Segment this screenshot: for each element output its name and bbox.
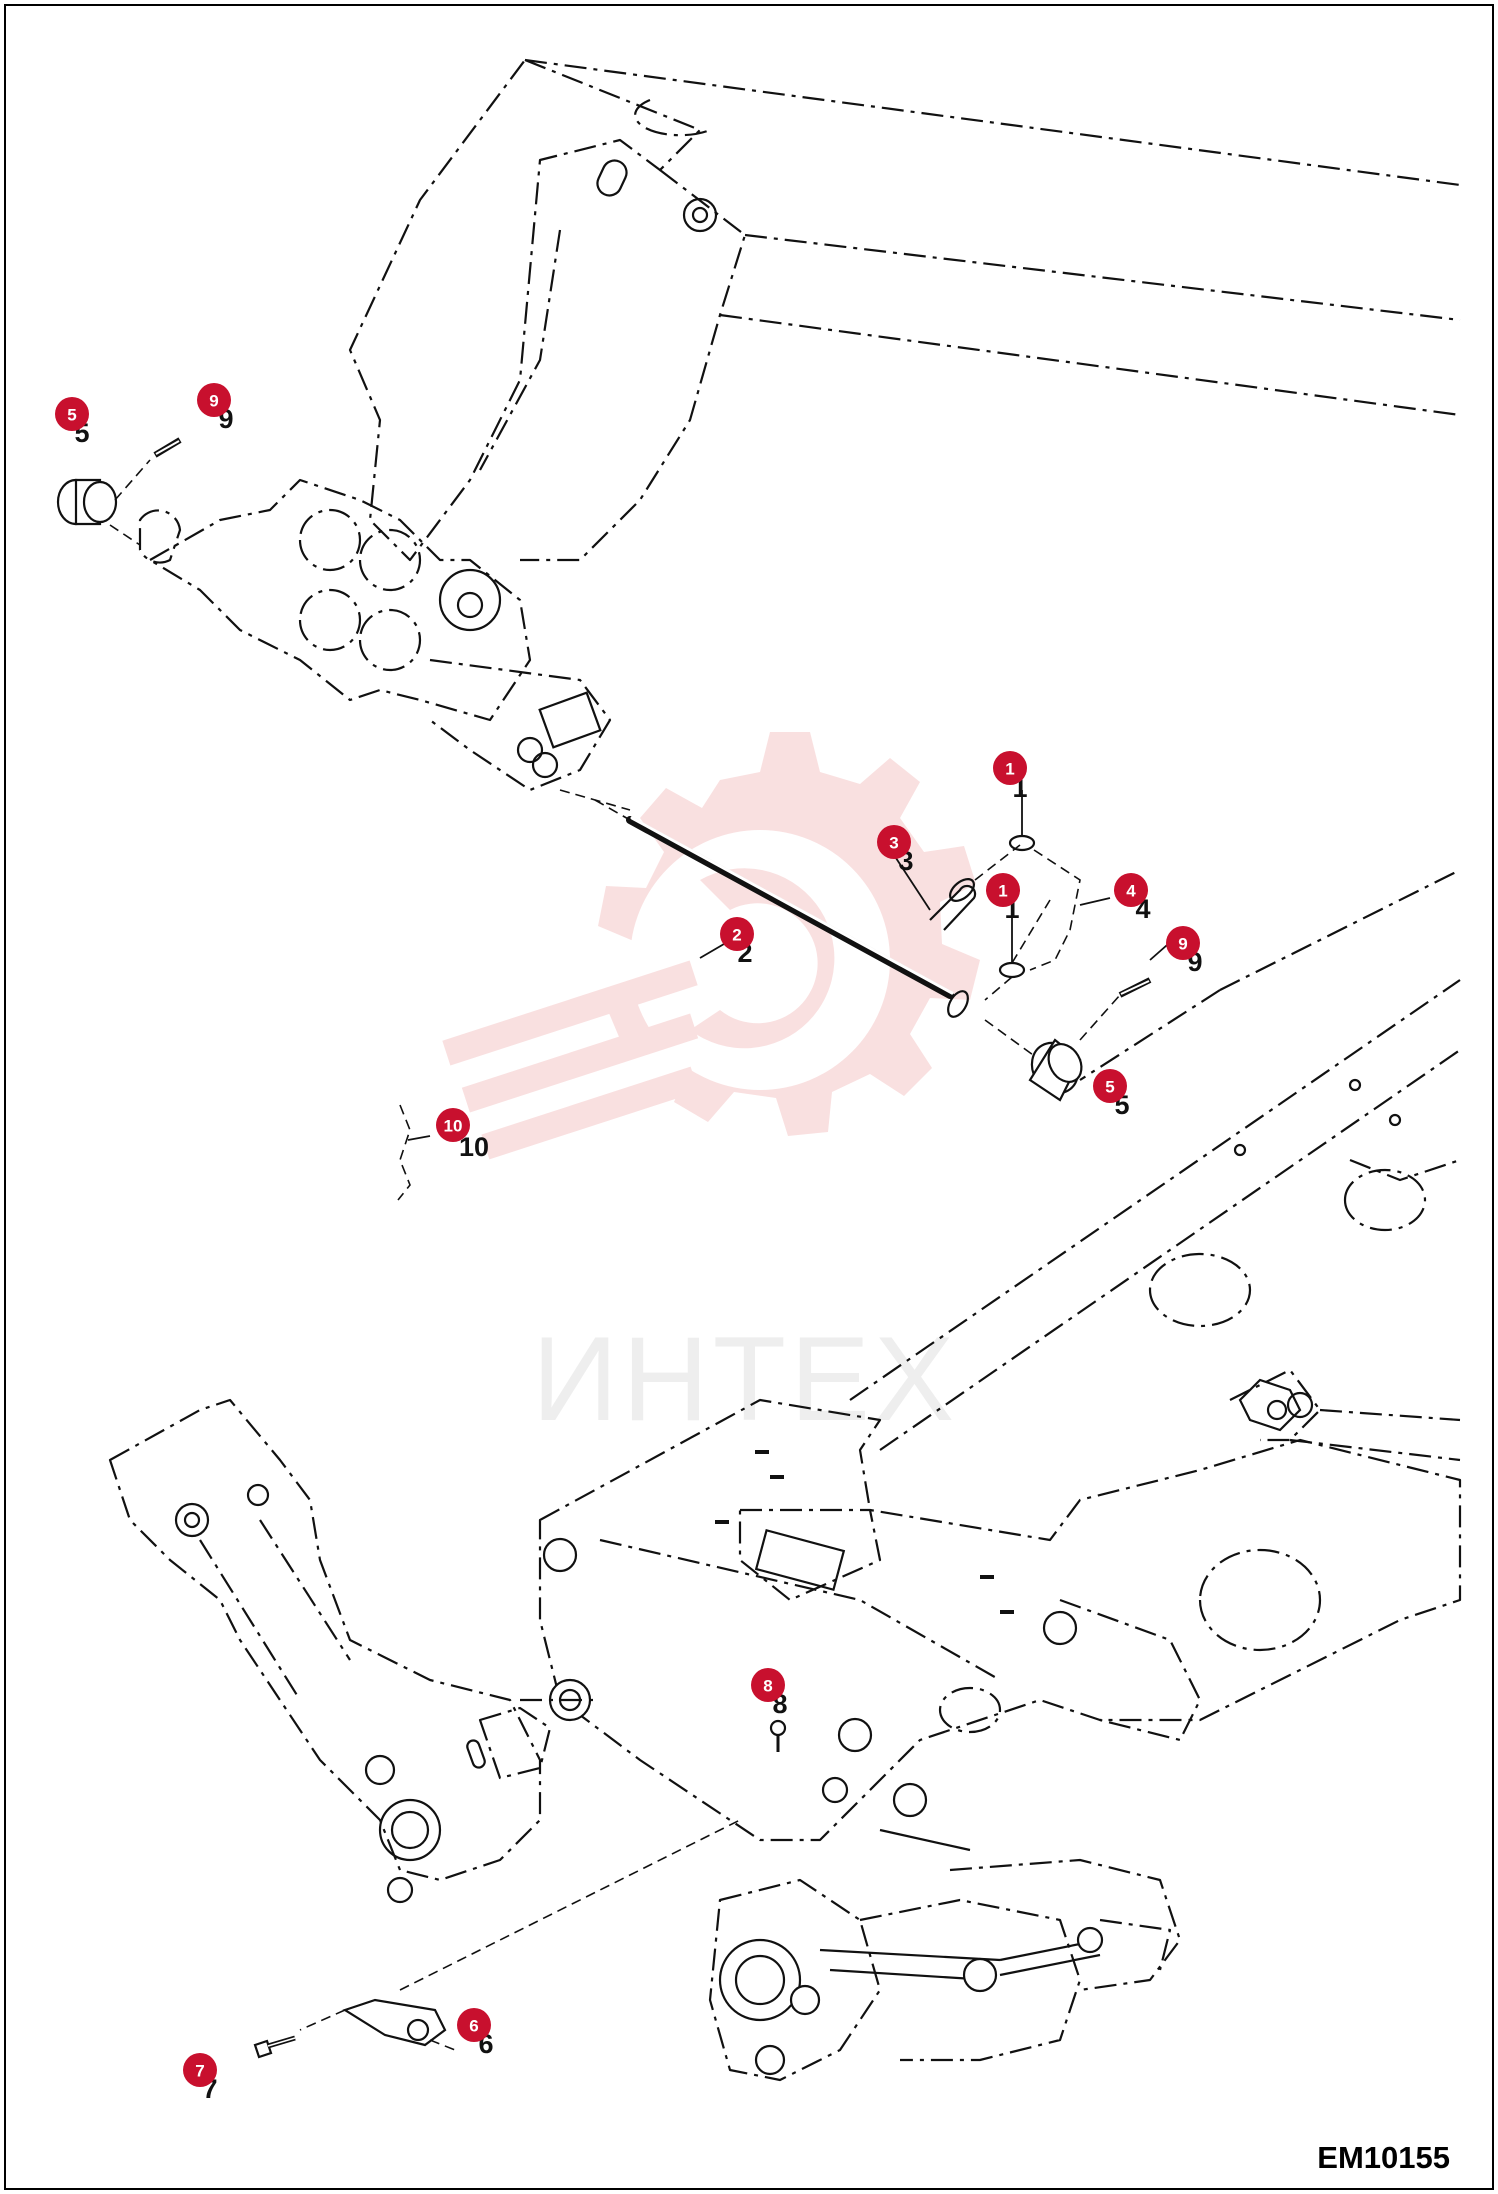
callout-number: 8 [763, 1677, 772, 1696]
document-code: EM10155 [1317, 2140, 1450, 2175]
frame-side-rail [849, 869, 1461, 1462]
main-frame [538, 1378, 1462, 1842]
washer-lower [998, 961, 1026, 979]
callout-c8: 8 [751, 1668, 785, 1702]
linch-pin-clip [929, 878, 977, 931]
pin-rod-assembly [594, 799, 1152, 1102]
chain-part-10 [397, 1104, 411, 1201]
bolt-part-8 [769, 1719, 787, 1752]
callout-circle [751, 1668, 785, 1702]
callout-circle [55, 397, 89, 431]
roll-pin-right [1079, 977, 1152, 1041]
callout-c7: 7 [183, 2053, 217, 2087]
bracket-part-6 [299, 1819, 741, 2051]
callout-c10: 10 [436, 1108, 470, 1142]
callout-circle [197, 383, 231, 417]
callout-number: 7 [195, 2062, 204, 2081]
callout-number: 1 [998, 882, 1007, 901]
callout-circle [1093, 1069, 1127, 1103]
bushing-right [1028, 1038, 1083, 1102]
callout-number: 5 [1105, 1078, 1114, 1097]
callout-number: 6 [469, 2017, 478, 2036]
callout-c5a: 5 [55, 397, 89, 431]
callout-c3: 3 [877, 825, 911, 859]
callout-c2: 2 [720, 917, 754, 951]
bushing-left-assembly [56, 437, 182, 546]
callout-circle [457, 2008, 491, 2042]
callout-circle [720, 917, 754, 951]
callout-c9a: 9 [197, 383, 231, 417]
watermark-stripe [481, 1066, 699, 1160]
callout-c9b: 9 [1166, 926, 1200, 960]
callout-c1a: 1 [993, 751, 1027, 785]
diagram-frame [4, 4, 1494, 2190]
callout-number: 3 [889, 834, 898, 853]
callout-c5b: 5 [1093, 1069, 1127, 1103]
callout-circle [1114, 873, 1148, 907]
lower-linkage [708, 1776, 1182, 2082]
callout-circle [436, 1108, 470, 1142]
callout-number: 4 [1126, 882, 1136, 901]
boom-assembly [138, 58, 1461, 811]
callout-number: 1 [1005, 760, 1014, 779]
callout-circle [986, 873, 1020, 907]
callout-circle [993, 751, 1027, 785]
callout-number: 9 [1178, 935, 1187, 954]
callout-circle [877, 825, 911, 859]
callout-circle [1166, 926, 1200, 960]
watermark-text: ИНТЕХ [532, 1312, 958, 1446]
callout-circle [183, 2053, 217, 2087]
callout-number: 10 [444, 1117, 463, 1136]
watermark-stripe [461, 1013, 699, 1113]
callout-c6: 6 [457, 2008, 491, 2042]
watermark-stripe [442, 960, 698, 1066]
callout-number: 9 [209, 392, 218, 411]
washer-upper [1008, 834, 1036, 852]
callout-number: 5 [67, 406, 76, 425]
bolt-part-7 [253, 2035, 296, 2059]
callout-c4: 4 [1114, 873, 1148, 907]
callout-c1b: 1 [986, 873, 1020, 907]
lift-arm-left [108, 1398, 741, 2059]
lanyard-chain [1029, 849, 1081, 971]
callout-number: 2 [732, 926, 741, 945]
